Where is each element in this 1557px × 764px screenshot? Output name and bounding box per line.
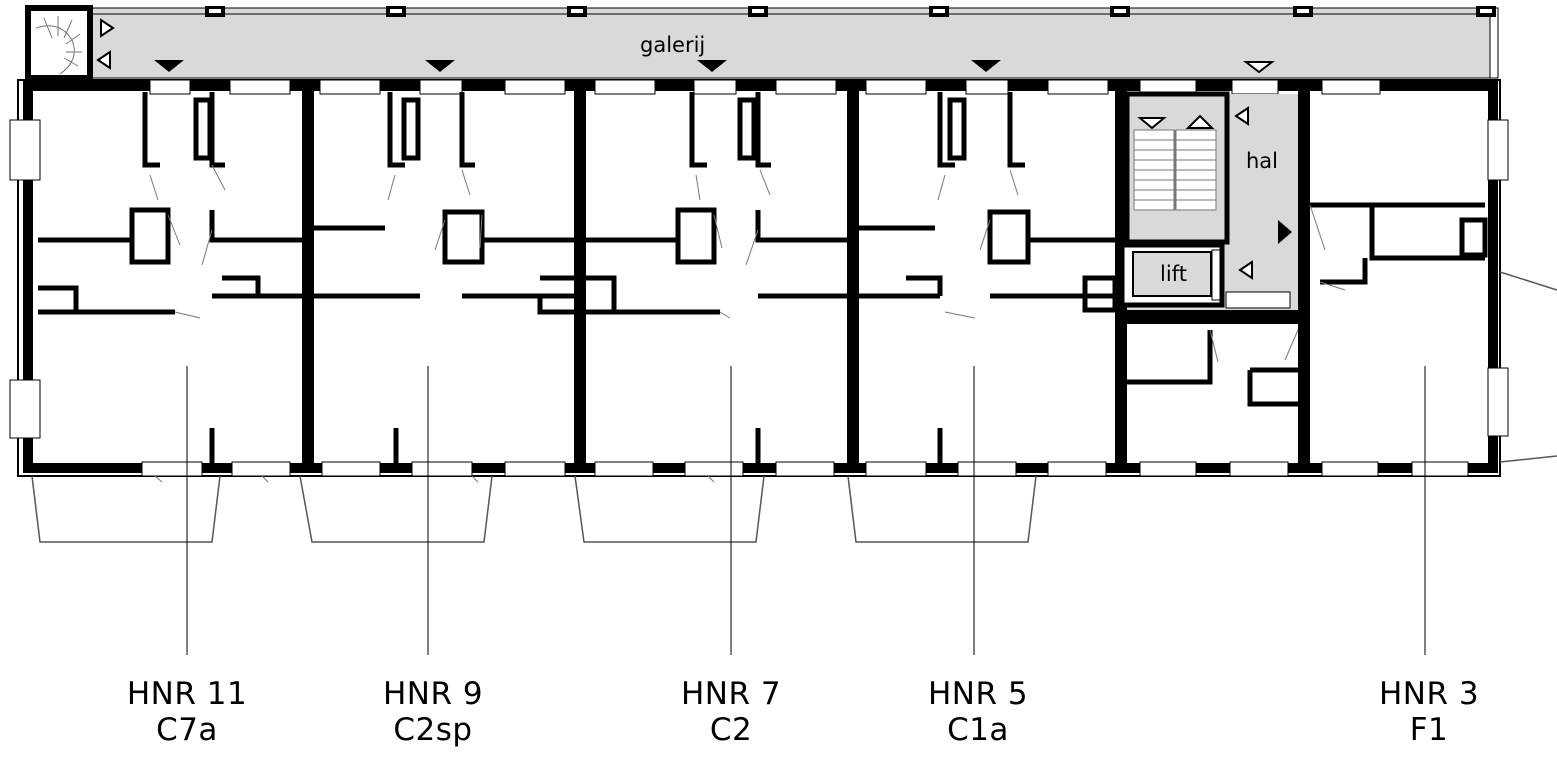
hall-arrow-left-icon <box>1234 106 1249 126</box>
unit-number: HNR 5 <box>927 676 1029 712</box>
unit-number: HNR 9 <box>382 676 484 712</box>
gallery-label: galerij <box>640 33 705 57</box>
core <box>1115 91 1310 324</box>
side-windows <box>9 119 1509 439</box>
entrance-open-marker <box>1243 61 1275 74</box>
hall-label: hal <box>1246 149 1278 173</box>
leader-lines <box>186 366 1426 655</box>
arrow-left-icon <box>96 50 111 70</box>
lift-arrow-left-icon <box>1238 260 1253 280</box>
unit-type: C1a <box>947 712 1009 748</box>
arrow-right-icon <box>100 18 115 38</box>
hall-arrow-right-icon <box>1278 220 1292 244</box>
unit-type: C2 <box>709 712 753 748</box>
door-swings <box>149 164 1346 483</box>
stair-up-arrow-icon <box>1185 114 1215 129</box>
unit-label-hnr-7: HNR 7 C2 <box>651 676 811 748</box>
bottom-windows <box>141 461 1469 477</box>
unit-number: HNR 11 <box>126 676 248 712</box>
unit-label-hnr-9: HNR 9 C2sp <box>353 676 513 748</box>
entrance-markers <box>154 60 1001 72</box>
unit-type: C2sp <box>393 712 473 748</box>
stair-down-arrow-icon <box>1137 117 1167 130</box>
interior-walls <box>38 92 1118 469</box>
unit-number: HNR 7 <box>680 676 782 712</box>
top-windows <box>149 79 1381 95</box>
unit-label-hnr-5: HNR 5 C1a <box>898 676 1058 748</box>
stairwell-left <box>25 5 93 81</box>
unit-f1-walls <box>1310 202 1488 285</box>
unit-type: C7a <box>156 712 218 748</box>
balconies <box>31 475 1037 543</box>
stair-treads <box>1133 129 1217 211</box>
unit-label-hnr-11: HNR 11 C7a <box>107 676 267 748</box>
gallery <box>27 7 1499 79</box>
lift-label: lift <box>1160 262 1187 286</box>
unit-label-hnr-3: HNR 3 F1 <box>1349 676 1509 748</box>
service-rooms <box>1127 330 1298 407</box>
unit-number: HNR 3 <box>1378 676 1480 712</box>
right-edge-lines <box>1499 271 1557 463</box>
exterior-walls <box>17 79 1501 477</box>
unit-type: F1 <box>1409 712 1449 748</box>
